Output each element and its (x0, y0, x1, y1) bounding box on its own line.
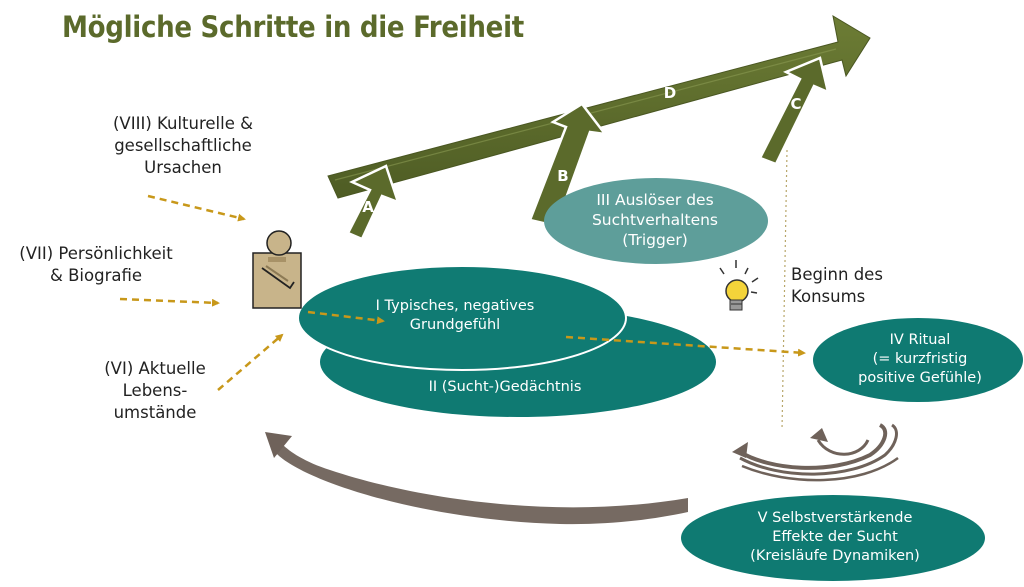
arrow-personality (119, 297, 220, 307)
page-title: Mögliche Schritte in die Freiheit (62, 10, 524, 44)
arrow-c (758, 56, 830, 166)
label-consumption-start: Beginn des Konsums (791, 265, 883, 306)
feedback-arc (275, 444, 688, 525)
label-cultural-causes: (VIII) Kulturelle & gesellschaftliche Ur… (113, 114, 253, 177)
arrow-label-d: D (664, 84, 676, 102)
arrow-cultural (147, 194, 246, 222)
lightbulb-icon (719, 260, 759, 311)
label-life-circumstances: (VI) Aktuelle Lebens- umstände (104, 359, 206, 422)
arrow-label-b: B (557, 167, 568, 185)
factor-arrows (119, 194, 806, 391)
label-feeling: I Typisches, negatives Grundgefühl (375, 298, 535, 333)
loop-arrow-head-left (732, 442, 748, 458)
label-ritual: IV Ritual (= kurzfristig positive Gefühl… (858, 332, 982, 386)
arrow-life (217, 333, 284, 391)
feedback-arc-head (265, 432, 292, 458)
label-personality: (VII) Persönlichkeit & Biografie (19, 244, 173, 285)
ellipse-effects (681, 495, 985, 581)
arrow-ritual (565, 335, 806, 357)
arrow-feeling (307, 310, 385, 325)
ellipse-trigger (544, 178, 768, 264)
label-effects: V Selbstverstärkende Effekte der Sucht (… (750, 510, 920, 564)
arrow-label-c: C (790, 95, 801, 113)
loop-arrows (738, 423, 899, 482)
consumption-line (781, 149, 788, 431)
arrow-label-a: A (362, 198, 374, 216)
ellipse-feeling (297, 265, 627, 371)
ellipse-ritual (813, 318, 1023, 402)
label-memory: II (Sucht-)Gedächtnis (428, 379, 582, 395)
person-icon (252, 230, 302, 309)
label-trigger: III Auslöser des Suchtverhaltens (Trigge… (591, 191, 719, 249)
loop-arrow-head-up (810, 428, 828, 442)
arrow-a (346, 164, 401, 241)
